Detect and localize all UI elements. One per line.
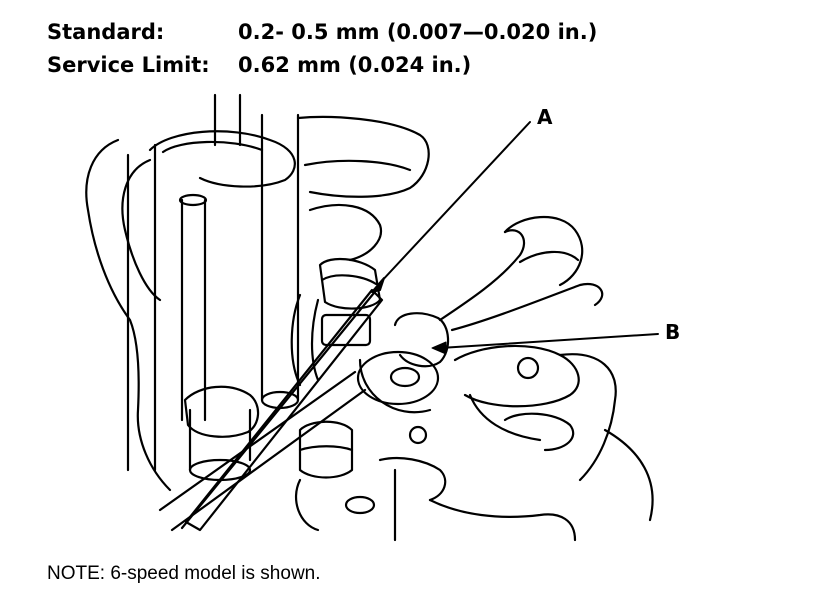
- left-shift-shaft: [126, 143, 208, 472]
- callout-label-b: B: [665, 320, 681, 344]
- feeler-gauge: [180, 286, 384, 532]
- straight-edge: [158, 370, 367, 532]
- transmission-housing-outline: [85, 138, 172, 492]
- callout-label-a: A: [537, 105, 553, 129]
- fork-shaft-pad-b: [356, 350, 440, 414]
- shift-fork: [290, 257, 382, 387]
- leader-line-b: [439, 333, 659, 349]
- model-note: NOTE: 6-speed model is shown.: [47, 563, 321, 584]
- lower-middle-gear: [295, 420, 447, 542]
- lower-left-gear: [183, 385, 260, 482]
- leader-line-a: [377, 121, 531, 286]
- housing-base: [428, 498, 577, 542]
- upper-right-sleeve: [296, 115, 430, 198]
- transmission-housing-inner: [121, 158, 162, 302]
- spec-standard-label: Standard:: [47, 20, 165, 44]
- spec-service-limit-value: 0.62 mm (0.024 in.): [238, 53, 472, 77]
- right-housing-plate: [408, 344, 654, 522]
- technician-finger: [393, 216, 604, 368]
- arrowhead-b: [431, 341, 447, 355]
- spec-standard-value: 0.2- 0.5 mm (0.007—0.020 in.): [238, 20, 598, 44]
- spec-service-limit-label: Service Limit:: [47, 53, 210, 77]
- arrowhead-a: [371, 277, 385, 293]
- upper-fork-bracket: [148, 130, 296, 188]
